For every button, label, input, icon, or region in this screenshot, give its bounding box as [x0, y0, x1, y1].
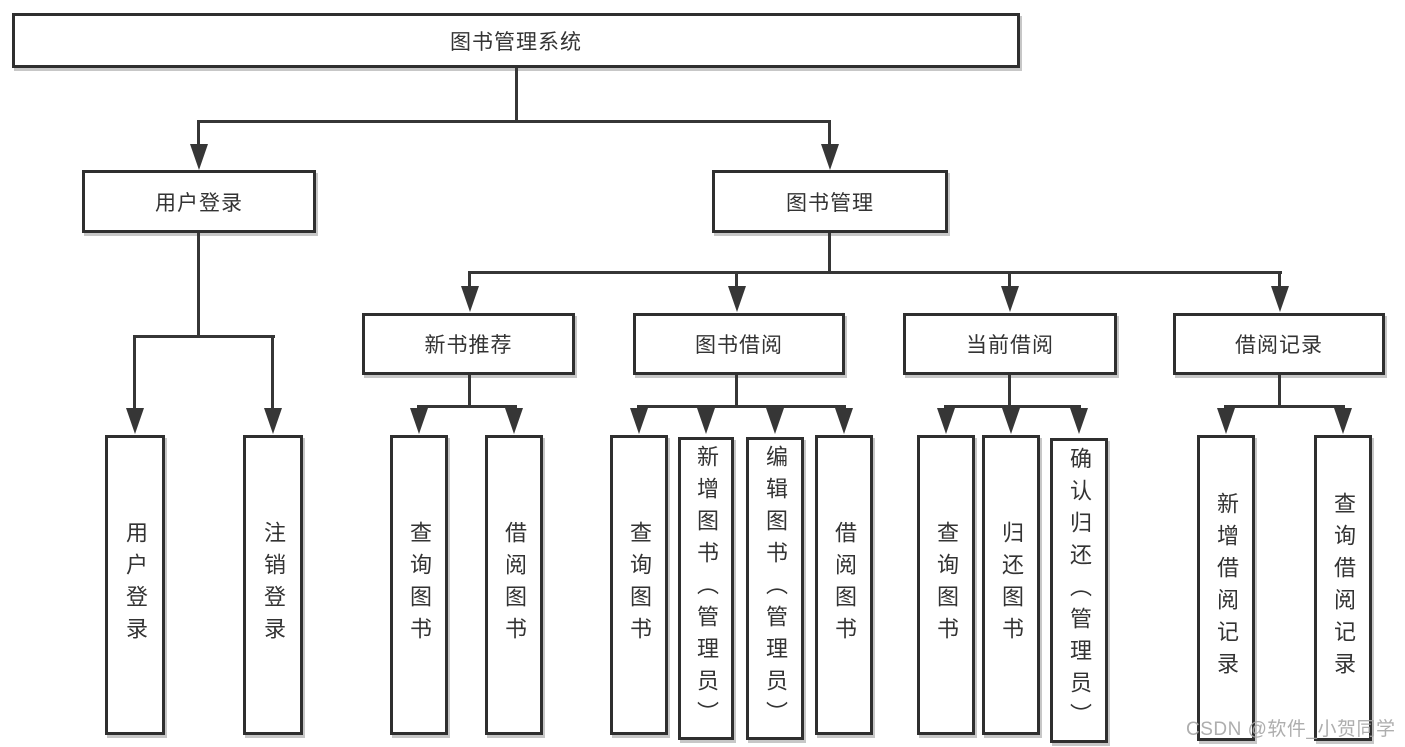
node-book-management: 图书管理	[712, 170, 948, 233]
leaf-add-borrow-record-label: 新增借阅记录	[1214, 492, 1239, 684]
connector-line	[197, 120, 200, 148]
connector-line	[1008, 271, 1011, 289]
leaf-edit-book-admin-label: 编辑图书（管理员）	[763, 444, 788, 733]
node-root: 图书管理系统	[12, 13, 1020, 68]
leaf-add-book-admin-label: 新增图书（管理员）	[694, 444, 719, 733]
arrow-down-icon	[1002, 408, 1020, 434]
leaf-edit-book-admin: 编辑图书（管理员）	[746, 437, 804, 740]
arrow-down-icon	[835, 408, 853, 434]
node-book-borrow-label: 图书借阅	[695, 334, 783, 357]
arrow-down-icon	[697, 408, 715, 434]
leaf-query-book-recommend: 查询图书	[390, 435, 448, 735]
connector-line	[133, 335, 275, 338]
leaf-user-login-label: 用户登录	[123, 521, 148, 649]
arrow-down-icon	[461, 286, 479, 312]
arrow-down-icon	[410, 408, 428, 434]
arrow-down-icon	[630, 408, 648, 434]
arrow-down-icon	[1070, 408, 1088, 434]
csdn-watermark: CSDN @软件_小贺同学	[1186, 719, 1396, 740]
node-user-login-label: 用户登录	[155, 191, 243, 215]
arrow-down-icon	[1001, 286, 1019, 312]
leaf-borrow-book-recommend-label: 借阅图书	[502, 521, 527, 649]
connector-line	[828, 233, 831, 273]
leaf-borrow-book-recommend: 借阅图书	[485, 435, 543, 735]
node-book-management-label: 图书管理	[786, 191, 874, 215]
connector-line	[515, 68, 518, 120]
leaf-confirm-return-admin-label: 确认归还（管理员）	[1067, 446, 1092, 735]
arrow-down-icon	[1271, 286, 1289, 312]
leaf-return-book-label: 归还图书	[999, 521, 1024, 649]
arrow-down-icon	[821, 144, 839, 170]
leaf-query-book-recommend-label: 查询图书	[407, 521, 432, 649]
arrow-down-icon	[264, 408, 282, 434]
arrow-down-icon	[728, 286, 746, 312]
arrow-down-icon	[190, 144, 208, 170]
node-borrow-records: 借阅记录	[1173, 313, 1385, 375]
connector-line	[468, 375, 471, 407]
node-new-book-recommend: 新书推荐	[362, 313, 575, 375]
leaf-query-book-current-label: 查询图书	[934, 521, 959, 649]
arrow-down-icon	[1334, 408, 1352, 434]
connector-line	[1278, 271, 1281, 289]
arrow-down-icon	[766, 408, 784, 434]
connector-line	[1008, 375, 1011, 407]
connector-line	[1224, 405, 1345, 408]
connector-line	[417, 405, 517, 408]
connector-line	[1278, 375, 1281, 407]
leaf-query-borrow-record-label: 查询借阅记录	[1331, 492, 1356, 684]
node-root-label: 图书管理系统	[450, 30, 582, 54]
leaf-query-book-current: 查询图书	[917, 435, 975, 735]
leaf-return-book: 归还图书	[982, 435, 1040, 735]
connector-line	[468, 271, 471, 289]
arrow-down-icon	[505, 408, 523, 434]
connector-line	[468, 271, 1282, 274]
connector-line	[271, 335, 274, 411]
node-current-borrow-label: 当前借阅	[966, 334, 1054, 357]
connector-line	[828, 120, 831, 148]
leaf-add-borrow-record: 新增借阅记录	[1197, 435, 1255, 741]
leaf-borrow-book-label: 借阅图书	[832, 521, 857, 649]
connector-line	[637, 405, 846, 408]
arrow-down-icon	[937, 408, 955, 434]
connector-line	[735, 375, 738, 407]
connector-line	[197, 233, 200, 337]
connector-line	[197, 120, 831, 123]
connector-line	[133, 335, 136, 411]
leaf-user-login: 用户登录	[105, 435, 165, 735]
leaf-borrow-book: 借阅图书	[815, 435, 873, 735]
node-user-login: 用户登录	[82, 170, 316, 233]
leaf-logout-label: 注销登录	[261, 521, 286, 649]
node-borrow-records-label: 借阅记录	[1235, 334, 1323, 357]
arrow-down-icon	[1217, 408, 1235, 434]
connector-line	[735, 271, 738, 289]
leaf-add-book-admin: 新增图书（管理员）	[678, 437, 734, 740]
leaf-query-book-borrow-label: 查询图书	[627, 521, 652, 649]
node-new-book-recommend-label: 新书推荐	[424, 334, 513, 357]
leaf-logout: 注销登录	[243, 435, 303, 735]
node-book-borrow: 图书借阅	[633, 313, 845, 375]
leaf-query-borrow-record: 查询借阅记录	[1314, 435, 1372, 741]
leaf-query-book-borrow: 查询图书	[610, 435, 668, 735]
arrow-down-icon	[126, 408, 144, 434]
node-current-borrow: 当前借阅	[903, 313, 1117, 375]
connector-line	[944, 405, 1081, 408]
leaf-confirm-return-admin: 确认归还（管理员）	[1050, 438, 1108, 743]
